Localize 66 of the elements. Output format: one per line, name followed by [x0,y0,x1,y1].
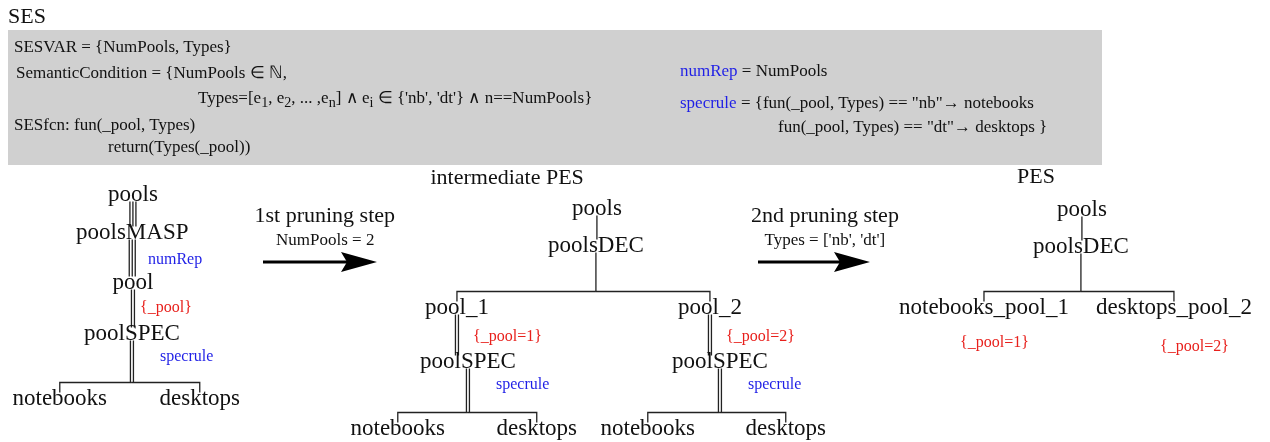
definition-text: numRep = NumPools [680,62,828,81]
step-condition: Types = ['nb', 'dt'] [764,230,886,250]
annotation: {_pool=2} [726,326,795,345]
connector-line [456,290,597,303]
connector-line [454,313,460,357]
definition-text: return(Types(_pool)) [108,138,251,157]
annotation: {_pool} [140,297,192,316]
connector-line [397,411,469,424]
annotation: numRep [148,249,203,268]
connector-line [128,238,136,278]
connector-line [1081,215,1083,242]
connector-line [129,200,137,228]
annotation: {_pool=2} [1160,336,1229,355]
entity-label: notebooks [600,414,696,440]
annotation: specrule [496,374,550,393]
step-condition: NumPools = 2 [276,230,375,250]
connector-line [59,381,133,394]
panel-title: PES [1017,164,1055,189]
entity-label: notebooks [12,384,108,410]
entity-label: notebooks_pool_1 [899,293,1069,319]
connector-line [467,411,538,424]
connector-line [465,367,471,414]
connector-line [131,381,201,394]
definition-text: specrule = {fun(_pool, Types) == "nb"→ notebooks [680,94,1034,113]
connector-line [1080,290,1175,303]
entity-label: poolsMASP [76,218,189,244]
definition-text: SESfcn: fun(_pool, Types) [14,116,196,135]
panel-heading: SES [8,4,46,29]
entity-label: notebooks [350,414,446,440]
panel-title: intermediate PES [430,165,584,190]
definition-text: Types=[e$_{1}$, e$_{2}$, ... ,e$_{n}$] ∧ e$_{i}$ ∈ {'nb', 'dt'} ∧ n==NumPools} [198,89,593,111]
connector-line [707,313,713,357]
definition-text: SESVAR = {NumPools, Types} [14,38,232,57]
annotation: {_pool=1} [960,332,1029,351]
definition-text: SemanticCondition = {NumPools ∈ ℕ, [16,64,288,83]
connector-line [1080,252,1082,293]
step-title: 1st pruning step [254,203,396,228]
connector-line [647,411,721,424]
annotation: specrule [160,346,214,365]
entity-label: desktops_pool_2 [1096,293,1252,319]
entity-label: poolsDEC [548,231,644,257]
connector-line [596,214,598,241]
entity-label: pool_1 [425,293,489,319]
entity-label: desktops [159,384,240,410]
entity-label: pool_2 [678,293,742,319]
entity-label: pools [1057,195,1107,221]
definition-text: fun(_pool, Types) == "dt"→ desktops } [778,118,1048,137]
step-title: 2nd pruning step [751,203,899,228]
connector-line [595,251,597,293]
connector-line [983,290,1082,303]
entity-label: desktops [496,414,577,440]
entity-label: poolsDEC [1033,232,1129,258]
connector-line [719,411,787,424]
entity-label: pools [572,194,622,220]
connector-line [129,339,135,384]
entity-label: desktops [745,414,826,440]
entity-label: poolSPEC [84,319,180,345]
entity-label: poolSPEC [672,347,768,373]
connector-line [717,367,723,414]
entity-label: pools [108,180,158,206]
annotation: {_pool=1} [473,326,542,345]
annotation: specrule [748,374,802,393]
entity-label: pool [112,268,154,294]
connector-line [595,290,711,303]
entity-label: poolSPEC [420,347,516,373]
connector-line [130,288,136,329]
